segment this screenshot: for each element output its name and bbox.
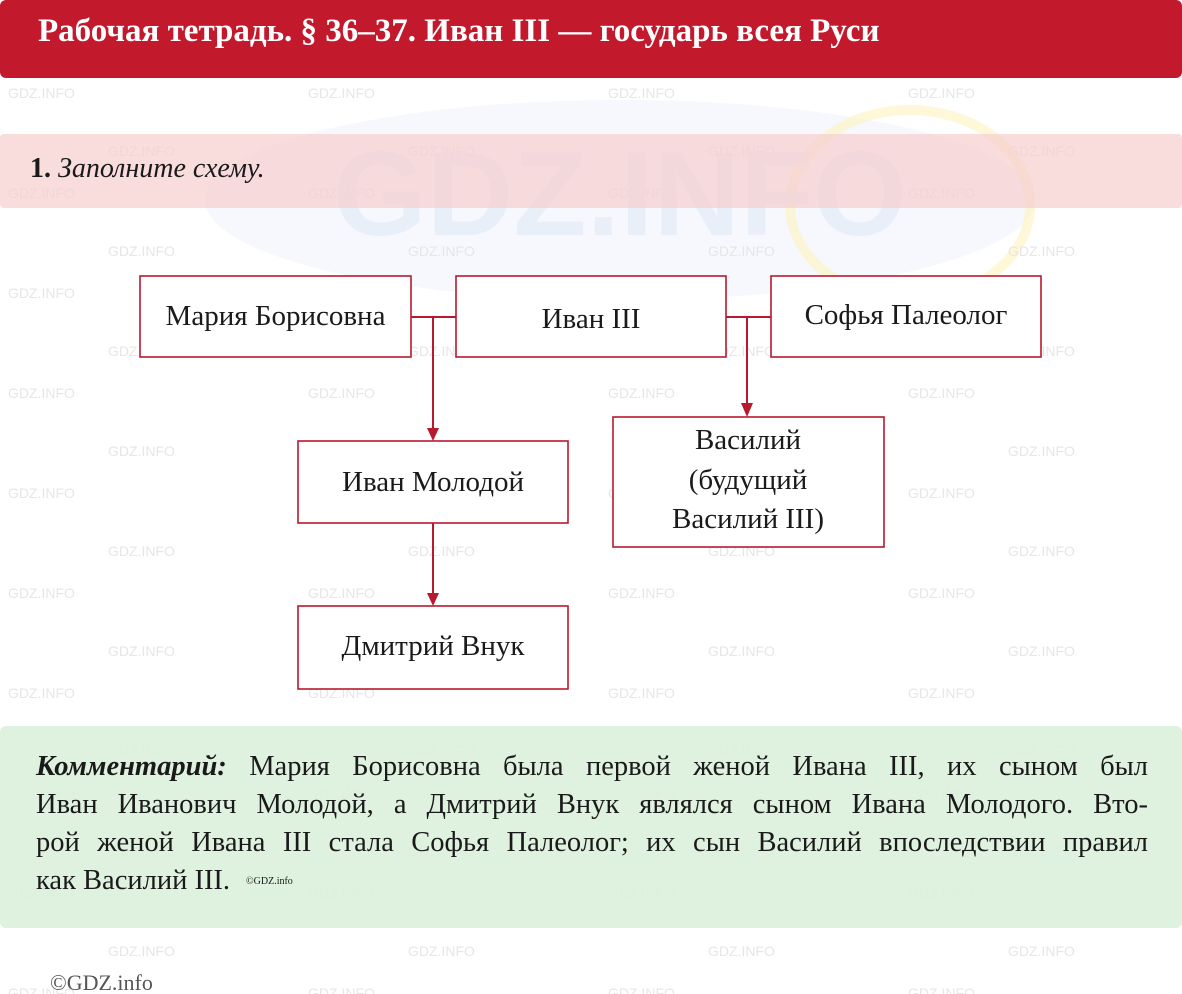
footer-copyright: ©GDZ.info bbox=[50, 970, 153, 994]
page-header: Рабочая тетрадь. § 36–37. Иван III — гос… bbox=[0, 0, 1182, 78]
page-title: Рабочая тетрадь. § 36–37. Иван III — гос… bbox=[38, 13, 880, 49]
node-vasiliy-line-3: Василий III) bbox=[672, 503, 824, 535]
comment-line-3: рой женой Ивана III стала Софья Палеолог… bbox=[36, 827, 1148, 858]
node-vasiliy-line-2: (будущий bbox=[689, 464, 808, 496]
comment-label: Комментарий: bbox=[36, 751, 227, 782]
node-sofya-label: Софья Палеолог bbox=[805, 299, 1008, 331]
comment-line-4: как Василий III. ©GDZ.info bbox=[36, 862, 1148, 901]
node-ivan-molodoy: Иван Молодой bbox=[297, 440, 569, 524]
node-ivan-iii-label: Иван III bbox=[542, 303, 641, 335]
node-vasiliy-line-1: Василий bbox=[695, 424, 801, 456]
comment-text: Комментарий: Мария Борисовна была первой… bbox=[36, 748, 1148, 901]
node-maria-borisovna: Мария Борисовна bbox=[139, 275, 412, 358]
node-ivan-molodoy-label: Иван Молодой bbox=[342, 466, 524, 498]
task-number: 1. bbox=[30, 153, 51, 184]
node-sofya-paleolog: Софья Палеолог bbox=[770, 275, 1042, 358]
node-dmitriy-vnuk: Дмитрий Внук bbox=[297, 605, 569, 690]
comment-line-1-text: Мария Борисовна была первой женой Ивана … bbox=[249, 751, 1149, 782]
inline-watermark: ©GDZ.info bbox=[246, 876, 293, 888]
comment-line-4-text: как Василий III. bbox=[36, 865, 231, 896]
node-vasiliy: Василий (будущий Василий III) bbox=[612, 416, 885, 548]
comment-line-1: Комментарий: Мария Борисовна была первой… bbox=[36, 748, 1148, 786]
comment-line-2: Иван Иванович Молодой, а Дмитрий Внук яв… bbox=[36, 789, 1148, 820]
arrow-dmitriy bbox=[427, 593, 439, 606]
node-maria-label: Мария Борисовна bbox=[166, 300, 386, 332]
comment-box: Комментарий: Мария Борисовна была первой… bbox=[0, 726, 1182, 928]
node-ivan-iii: Иван III bbox=[455, 275, 727, 358]
connectors bbox=[411, 316, 771, 606]
arrow-ivan-molodoy bbox=[427, 428, 439, 441]
node-dmitriy-label: Дмитрий Внук bbox=[342, 630, 526, 662]
arrow-vasiliy bbox=[741, 403, 753, 417]
